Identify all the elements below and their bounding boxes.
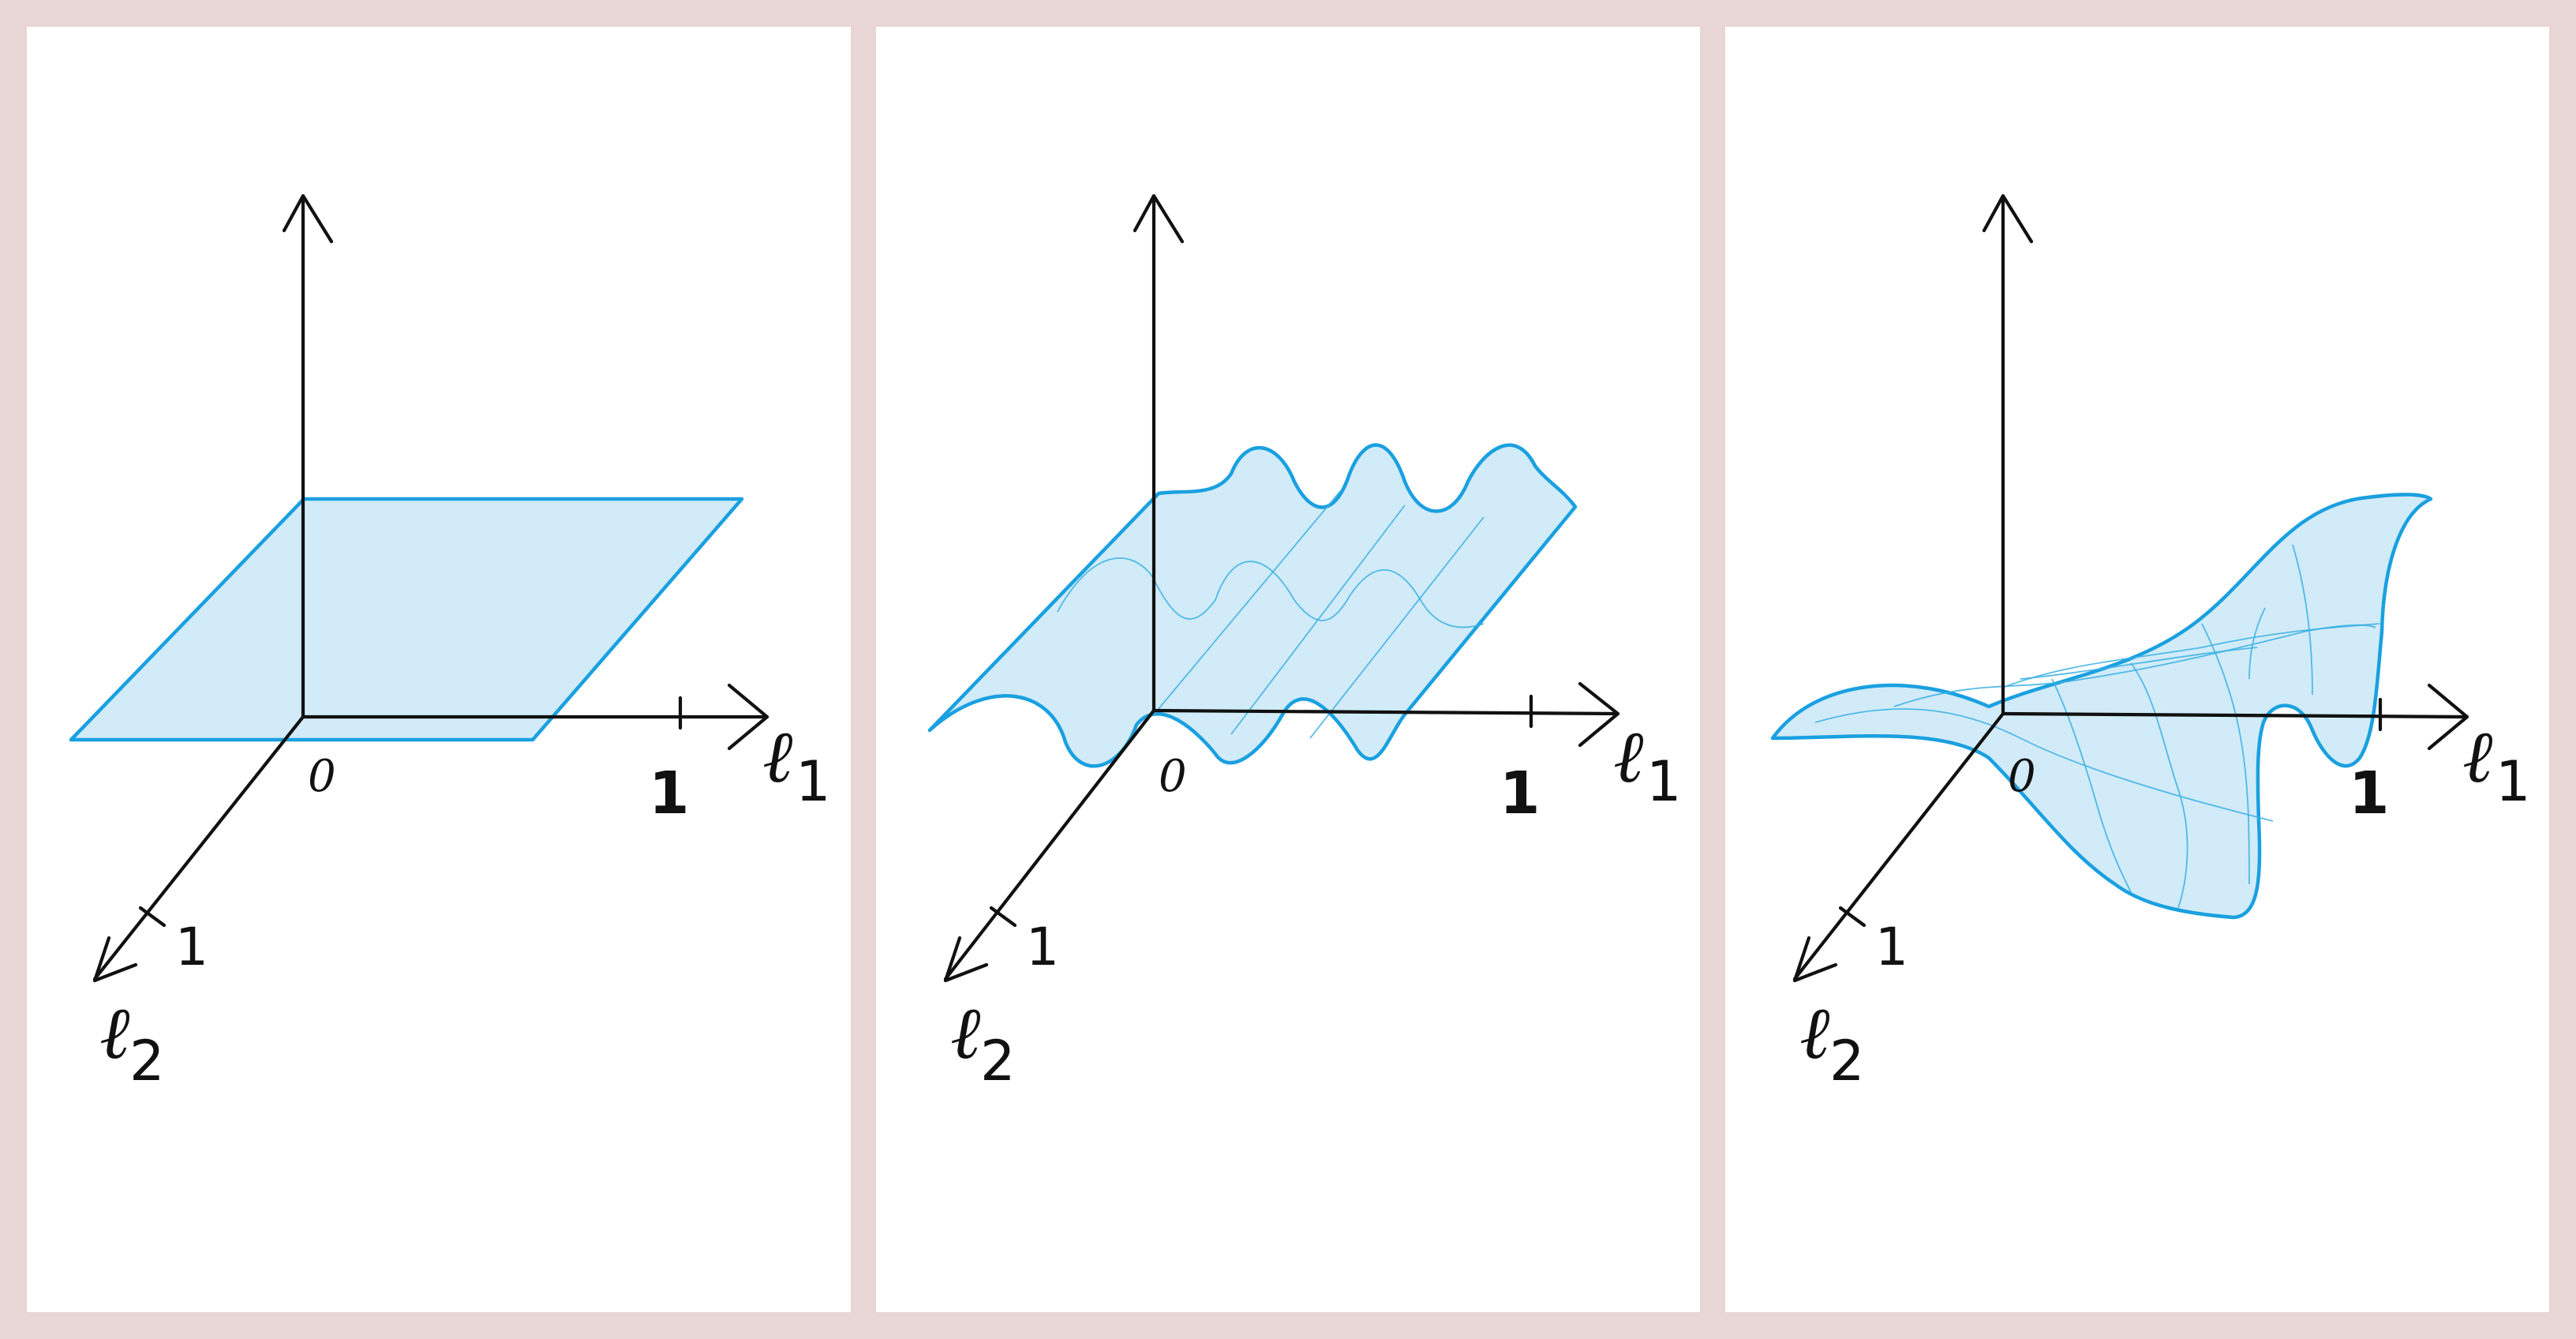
y-tick-label: 1 [1026,917,1059,977]
x-axis-subscript: 1 [796,749,831,814]
mesh-line [1309,516,1485,739]
y-tick-label: 1 [1875,917,1908,977]
y-tick-mark [138,906,167,928]
x-axis-label: ℓ [1613,715,1643,799]
vertical-axis-arrowhead [282,193,334,244]
surface-mesh [1814,544,2380,909]
x-tick-label: 1 [2349,760,2390,827]
vertical-axis-arrowhead [1982,193,2034,244]
mesh-line [2020,647,2258,680]
surface-mesh [1057,489,1485,739]
labels: 0 1 1 ℓ 1 ℓ 2 [99,715,831,1093]
mesh-line [2130,662,2188,909]
y-axis-label: ℓ [99,991,129,1075]
wavy-surface [927,443,1578,768]
x-axis-subscript: 1 [2496,749,2531,814]
panel-curved: 0 1 1 ℓ 1 ℓ 2 [1725,27,2549,1312]
vertical-axis-arrowhead [1133,193,1185,244]
panel-wavy: 0 1 1 ℓ 1 ℓ 2 [876,27,1700,1312]
axes [92,193,769,983]
y-axis [1792,711,2005,981]
x-tick-label: 1 [649,760,690,827]
mesh-line [2051,678,2132,893]
y-axis [92,715,305,981]
x-tick-label: 1 [1500,760,1541,827]
y-axis-arrowhead [92,936,138,983]
y-axis-arrowhead [1792,936,1838,983]
axes [1792,193,2469,983]
x-axis [1151,708,1620,716]
origin-label: 0 [308,751,336,802]
mesh-line [1153,489,1342,715]
x-axis-arrowhead [1578,681,1620,748]
labels: 0 1 1 ℓ 1 ℓ 2 [1799,715,2531,1093]
mesh-line [1814,708,2274,822]
mesh-line [2248,607,2266,680]
mesh-line [1230,504,1406,735]
x-axis-subscript: 1 [1646,749,1682,814]
panel-flat: 0 1 1 ℓ 1 ℓ 2 [27,27,851,1312]
x-axis [2001,711,2469,719]
y-tick-label: 1 [175,917,208,977]
y-tick-mark [989,906,1017,928]
mesh-line [2292,544,2313,696]
x-axis-arrowhead [727,683,769,751]
origin-label: 0 [2008,751,2036,802]
y-axis-subscript: 2 [980,1029,1016,1093]
y-axis-subscript: 2 [129,1029,165,1093]
mesh-line [2004,623,2380,688]
y-axis [943,708,1156,981]
x-axis-label: ℓ [2462,715,2492,799]
axes [943,193,1620,983]
y-axis-arrowhead [943,936,989,983]
flat-surface [69,497,744,742]
y-axis-label: ℓ [950,991,980,1075]
y-axis-subscript: 2 [1829,1029,1865,1093]
x-axis-arrowhead [2427,683,2469,751]
y-axis-label: ℓ [1799,991,1829,1075]
y-tick-mark [1838,906,1866,928]
mesh-line [2201,623,2250,885]
x-axis-label: ℓ [762,715,792,799]
labels: 0 1 1 ℓ 1 ℓ 2 [950,715,1682,1093]
curved-surface [1770,493,2433,920]
origin-label: 0 [1159,751,1187,802]
mesh-line [1057,557,1485,628]
